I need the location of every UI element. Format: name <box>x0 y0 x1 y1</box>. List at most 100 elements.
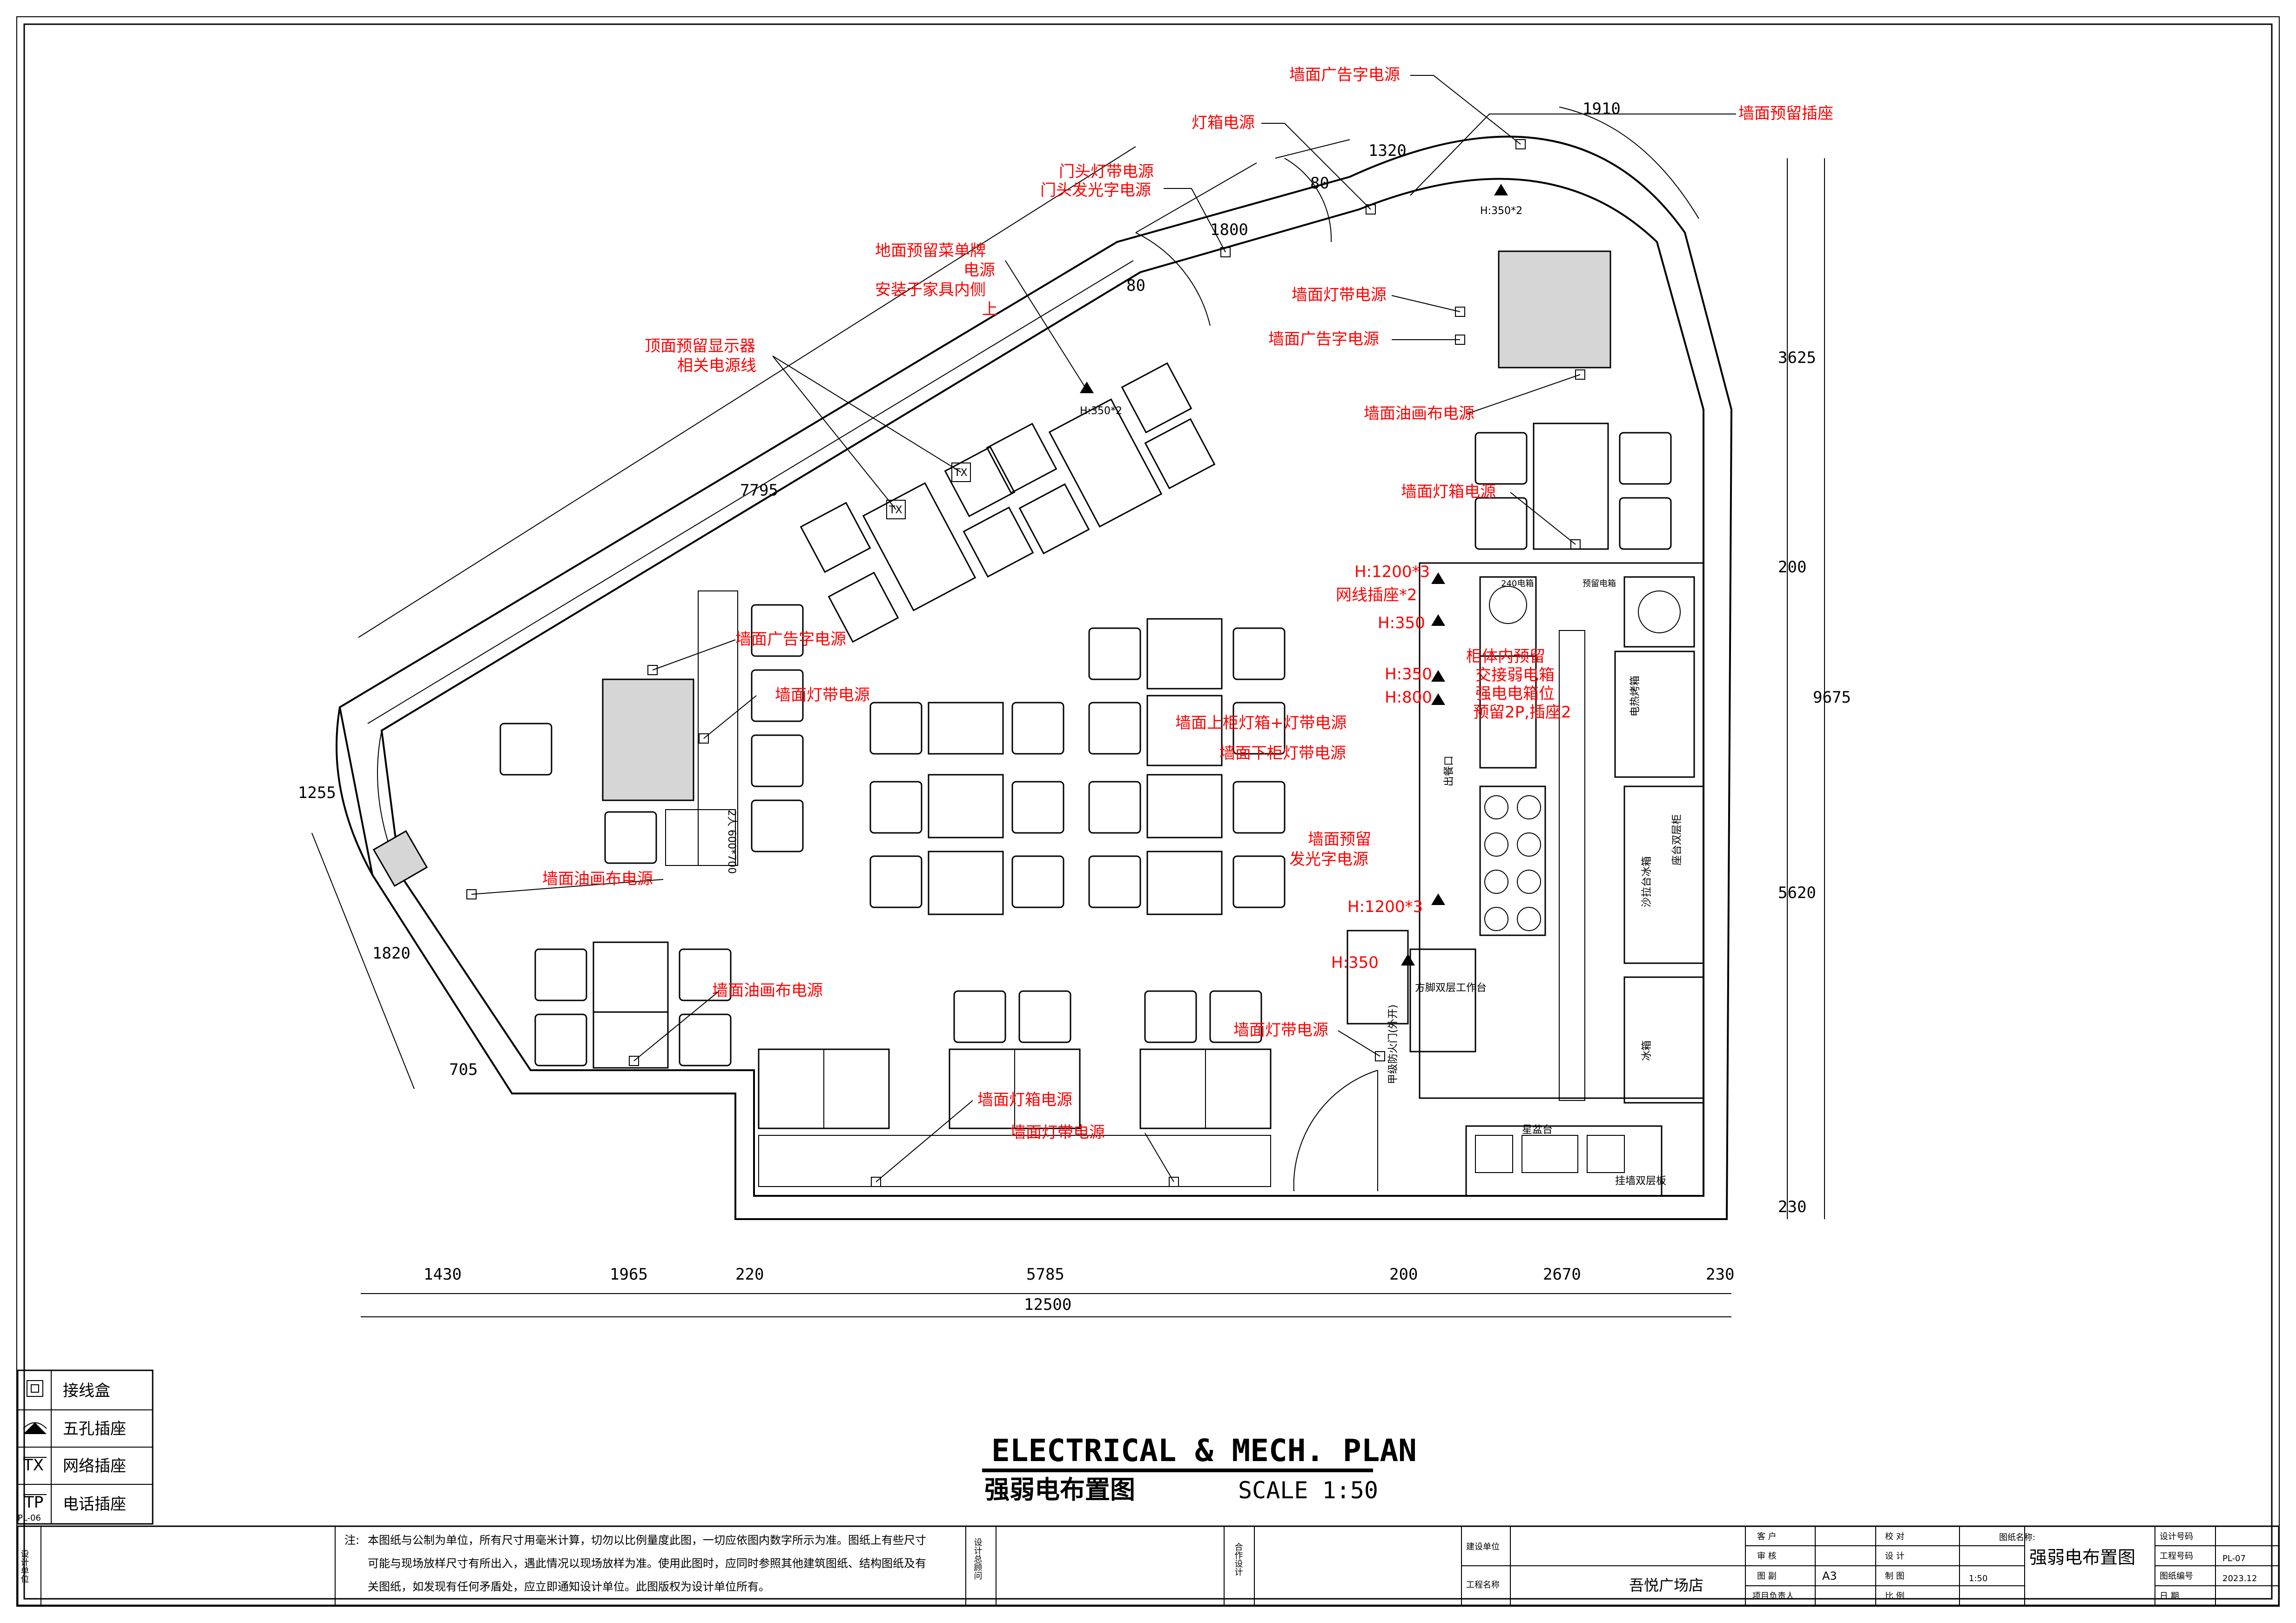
svg-text:TP: TP <box>24 1493 43 1512</box>
legend-label-network: 网络插座 <box>63 1457 126 1475</box>
callout-wall-sign-power-top: 墙面广告字电源 <box>1289 66 1400 84</box>
svg-text:TX: TX <box>889 504 902 516</box>
five-hole-sockets <box>1080 184 1508 966</box>
tb-note-line3: 关图纸，如发现有任何矛盾处，应立即通知设计单位。此图版权为设计单位所有。 <box>368 1580 770 1593</box>
callout-cabinet-1: 柜体内预留 <box>1466 647 1545 666</box>
tb-partner: 合作设计 <box>1233 1543 1243 1576</box>
svg-text:TX: TX <box>23 1456 44 1475</box>
dim-1820: 1820 <box>372 944 411 963</box>
dimension-lines <box>311 107 1825 1317</box>
dim-12500: 12500 <box>1024 1295 1071 1314</box>
column-top-right <box>1498 250 1611 369</box>
callout-wall-strip-kitchen: 墙面灯带电源 <box>1233 1021 1328 1040</box>
title-scale: SCALE 1:50 <box>1238 1477 1378 1504</box>
height-note-top: H:350*2 <box>1480 205 1522 217</box>
tb-consultant: 设计总顾问 <box>973 1538 983 1580</box>
callout-upper-cabinet-power: 墙面上柜灯箱+灯带电源 <box>1175 714 1347 732</box>
network-socket-icon: TX <box>23 1456 47 1475</box>
dim-2670: 2670 <box>1543 1265 1581 1284</box>
tb-project-label: 工程名称 <box>1466 1580 1500 1590</box>
kitchen-area <box>1293 562 1704 1197</box>
callout-wall-reserve-1: 墙面预留 <box>1308 830 1371 849</box>
label-cabinet: 座台双层柜 <box>1671 814 1683 865</box>
callout-display-power-2: 相关电源线 <box>677 356 756 375</box>
callout-strip-bottom: 墙面灯带电源 <box>1010 1123 1105 1142</box>
callout-network-sockets: 网线插座*2 <box>1336 586 1417 604</box>
label-fridge-salad: 沙拉台冰箱 <box>1641 856 1653 907</box>
tb-draw: 制 图 <box>1885 1571 1905 1581</box>
callout-lower-cabinet-power: 墙面下柜灯带电源 <box>1219 744 1346 763</box>
tb-pm: 项目负责人 <box>1752 1591 1794 1601</box>
callout-menu-power-1: 地面预留菜单牌 <box>875 241 986 260</box>
dim-9675: 9675 <box>1813 688 1851 707</box>
tb-sheet-size-label: 图 副 <box>1757 1571 1777 1581</box>
label-table-size: 2人 600*700 <box>726 810 737 874</box>
legend-label-junction-box: 接线盒 <box>63 1382 110 1400</box>
callout-h350-2: H:350 <box>1385 665 1432 684</box>
dining-seating <box>499 362 1672 1187</box>
tb-note-line1: 本图纸与公制为单位，所有尺寸用毫米计算，切勿以比例量度此图，一切应依图内数字所示… <box>368 1534 926 1547</box>
tb-sheet-size: A3 <box>1822 1569 1837 1583</box>
tb-project-no: 工程号码 <box>2160 1551 2193 1561</box>
callout-h1200-bottom: H:1200*3 <box>1347 898 1423 916</box>
tb-ratio-value: 1:50 <box>1969 1574 1987 1583</box>
dim-1255: 1255 <box>298 784 336 802</box>
tb-date: 2023.12 <box>2222 1574 2257 1583</box>
callout-h1200-top: H:1200*3 <box>1354 563 1430 581</box>
tb-client: 客 户 <box>1757 1532 1777 1542</box>
junction-boxes <box>466 139 1585 1187</box>
callout-door-strip-power: 门头灯带电源 <box>1059 162 1154 181</box>
callout-canvas-lower: 墙面油画布电源 <box>712 981 823 1000</box>
tb-check: 校 对 <box>1885 1532 1905 1542</box>
dim-200-bottom: 200 <box>1389 1265 1418 1284</box>
callout-wall-strip-left: 墙面灯带电源 <box>775 686 870 704</box>
title-chinese: 强弱电布置图 <box>984 1475 1135 1504</box>
label-fire-door: 甲级防火门(外开) <box>1387 1005 1399 1084</box>
junction-box-icon <box>27 1380 43 1397</box>
dim-230-right: 230 <box>1778 1198 1806 1216</box>
dim-1320: 1320 <box>1368 141 1407 160</box>
label-shelf: 挂墙双层板 <box>1615 1175 1666 1187</box>
tb-project-name: 吾悦广场店 <box>1629 1576 1703 1594</box>
title-english: ELECTRICAL & MECH. PLAN <box>991 1433 1417 1469</box>
phone-socket-icon: TP <box>23 1493 47 1512</box>
network-sockets: TX TX <box>886 463 971 519</box>
label-panel-240: 240电箱 <box>1501 579 1534 589</box>
callout-wall-socket-top: 墙面预留插座 <box>1738 104 1833 123</box>
building-outline <box>336 135 1733 1220</box>
tb-design: 设 计 <box>1885 1551 1905 1561</box>
height-note-mid: H:350*2 <box>1080 405 1122 417</box>
dim-1910: 1910 <box>1582 100 1621 118</box>
column-left-wall <box>372 830 428 887</box>
sheet-inner-border <box>23 23 2273 1600</box>
dim-705: 705 <box>449 1060 478 1079</box>
callout-wall-sign-right: 墙面广告字电源 <box>1268 330 1379 349</box>
tb-sheet-no: PL-07 <box>2222 1554 2246 1563</box>
callout-cabinet-4: 预留2P,插座2 <box>1473 703 1571 722</box>
callout-lightbox-bottom: 墙面灯箱电源 <box>977 1091 1072 1109</box>
tb-date-label: 日 期 <box>2160 1591 2179 1601</box>
tb-drawing-name-label: 图纸名称: <box>1999 1533 2035 1543</box>
tb-design-unit: 设计单位 <box>20 1549 29 1583</box>
tb-note-line2: 可能与现场放样尺寸有所出入，遇此情况以现场放样为准。使用此图时，应同时参照其他建… <box>368 1557 926 1570</box>
dim-3625: 3625 <box>1778 349 1816 367</box>
tb-owner-label: 建设单位 <box>1466 1542 1500 1552</box>
label-panel-reserve: 预留电箱 <box>1582 579 1616 589</box>
legend-label-five-hole: 五孔插座 <box>63 1420 126 1438</box>
tb-drawing-name: 强弱电布置图 <box>2029 1547 2135 1568</box>
dim-5785: 5785 <box>1026 1265 1064 1284</box>
callout-door-sign-power: 门头发光字电源 <box>1040 181 1151 200</box>
five-hole-socket-icon <box>23 1422 47 1434</box>
legend: TX TP 接线盒 五孔插座 网络插座 电话插座 PL-06 <box>17 1369 154 1525</box>
room-labels: 甲级防火门(外开) 方脚双层工作台 电热烤箱 沙拉台冰箱 座台双层柜 冰箱 星盆… <box>726 579 1683 1187</box>
callout-menu-power-4: 上 <box>982 300 998 319</box>
tb-note-label: 注: <box>344 1534 359 1547</box>
callout-canvas-left: 墙面油画布电源 <box>542 870 653 888</box>
dim-1430: 1430 <box>424 1265 462 1284</box>
callout-h800: H:800 <box>1385 688 1432 707</box>
callout-h350-3: H:350 <box>1331 953 1379 972</box>
callout-menu-power-2: 电源 <box>963 261 995 280</box>
callout-wall-sign-left: 墙面广告字电源 <box>735 630 846 649</box>
sheet-code: PL-06 <box>18 1513 41 1523</box>
